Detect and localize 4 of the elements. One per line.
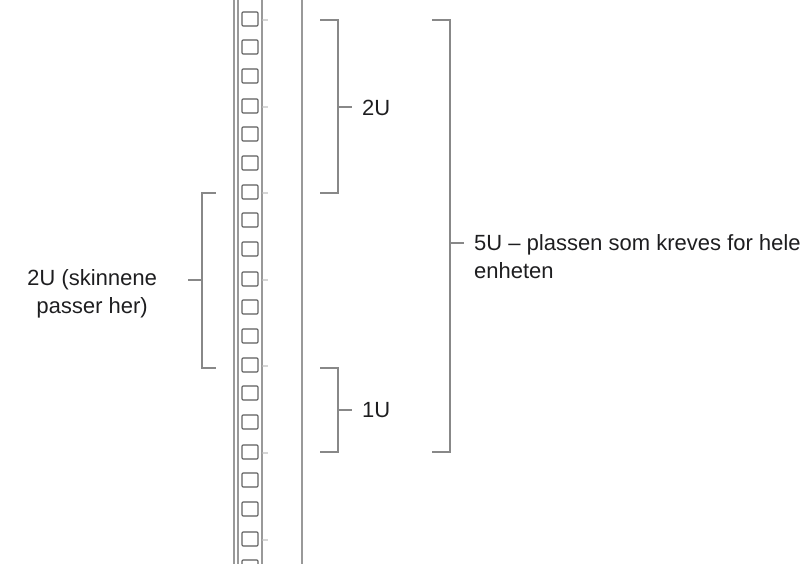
dimension-label: 2U bbox=[362, 94, 392, 122]
dimension-label: 1U bbox=[362, 396, 392, 424]
dimension-label: 2U (skinnene passer her) bbox=[26, 264, 158, 320]
dimension-label: 5U – plassen som kreves for hele enheten bbox=[474, 229, 802, 285]
